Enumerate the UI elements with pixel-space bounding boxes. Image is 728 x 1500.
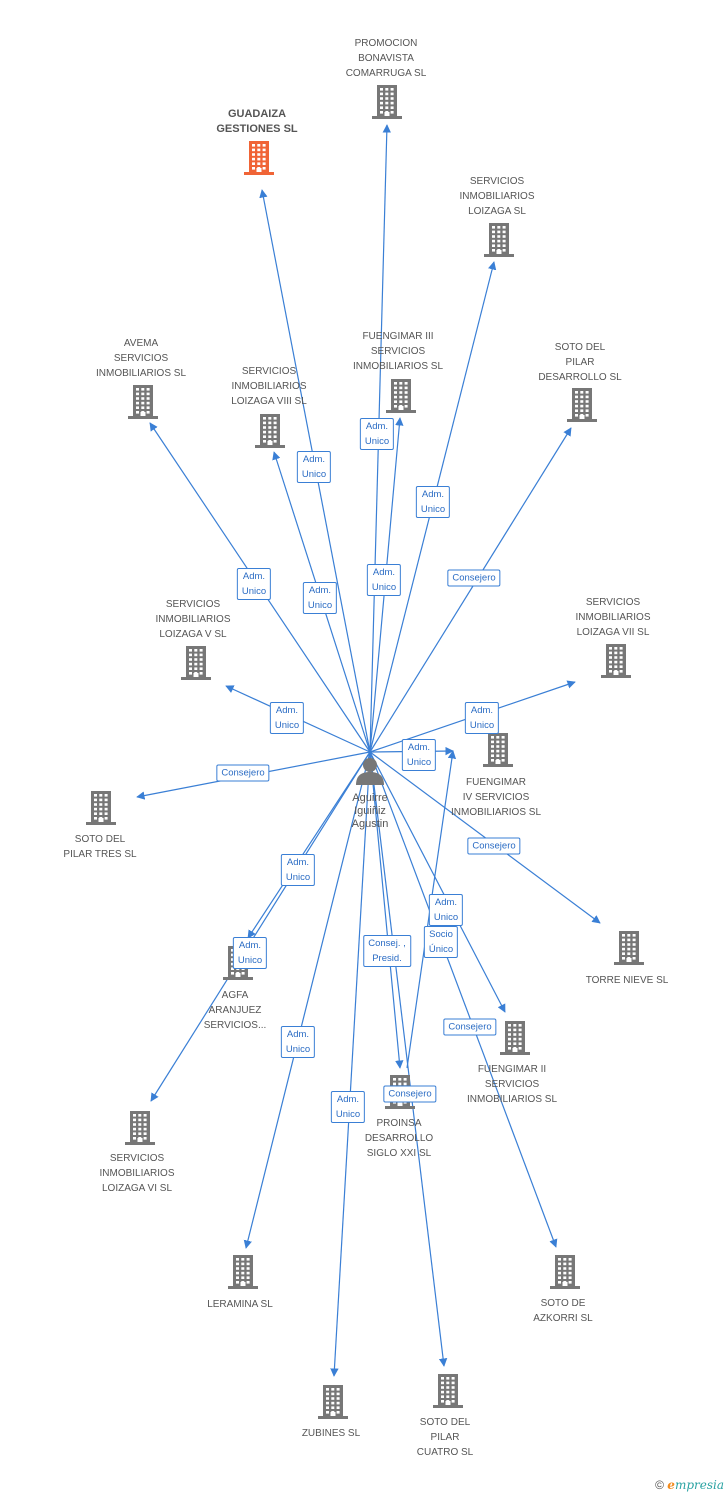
relation-edge-sotocuatro bbox=[369, 751, 448, 1367]
relation-edge-sotopilar bbox=[369, 427, 572, 753]
company-label-loizaga8[interactable]: SERVICIOS INMOBILIARIOS LOIZAGA VIII SL bbox=[231, 366, 307, 407]
relation-label-sotocuatro[interactable]: Consejero bbox=[383, 1085, 437, 1103]
relation-edge-leramina bbox=[243, 751, 371, 1249]
edges-layer bbox=[136, 124, 601, 1377]
building-icon-loizaga[interactable] bbox=[484, 223, 514, 257]
copyright-symbol: © bbox=[655, 1478, 664, 1492]
company-label-guadaiza[interactable]: GUADAIZA GESTIONES SL bbox=[216, 108, 298, 135]
relation-label-avema[interactable]: Adm. Unico bbox=[236, 568, 272, 600]
relation-label-torrenieve[interactable]: Consejero bbox=[467, 837, 521, 855]
building-icon-loizaga5[interactable] bbox=[181, 646, 211, 680]
building-icon-torrenieve[interactable] bbox=[614, 931, 644, 965]
relation-edge-zubines bbox=[330, 751, 371, 1377]
company-label-avema[interactable]: AVEMA SERVICIOS INMOBILIARIOS SL bbox=[95, 338, 187, 379]
relation-edge-fuengimar2 bbox=[369, 751, 506, 1013]
company-label-azkorri[interactable]: SOTO DE AZKORRI SL bbox=[533, 1298, 593, 1324]
company-label-sotocuatro[interactable]: SOTO DEL PILAR CUATRO SL bbox=[416, 1417, 474, 1458]
building-icon-loizaga8[interactable] bbox=[255, 414, 285, 448]
relation-edge-loizaga6 bbox=[150, 751, 371, 1102]
building-icon-sotocuatro[interactable] bbox=[433, 1374, 463, 1408]
company-label-sotopilar[interactable]: SOTO DEL PILAR DESARROLLO SL bbox=[538, 342, 622, 383]
company-label-torrenieve[interactable]: TORRE NIEVE SL bbox=[585, 975, 669, 986]
company-label-agfa[interactable]: AGFA ARANJUEZ SERVICIOS... bbox=[203, 990, 267, 1031]
relation-edge-proinsa bbox=[369, 751, 404, 1069]
building-icon-fuengimar3[interactable] bbox=[386, 379, 416, 413]
building-icon-loizaga6[interactable] bbox=[125, 1111, 155, 1145]
company-label-loizaga[interactable]: SERVICIOS INMOBILIARIOS LOIZAGA SL bbox=[459, 176, 535, 217]
building-icon-promocion[interactable] bbox=[372, 85, 402, 119]
relation-label-fuengimar4[interactable]: Adm. Unico bbox=[401, 739, 437, 771]
relation-label-fuengimar4[interactable]: Socio Único bbox=[423, 926, 459, 958]
building-icon-leramina[interactable] bbox=[228, 1255, 258, 1289]
relation-label-guadaiza[interactable]: Adm. Unico bbox=[296, 451, 332, 483]
relation-label-promocion[interactable]: Adm. Unico bbox=[359, 418, 395, 450]
building-icon-fuengimar4[interactable] bbox=[483, 733, 513, 767]
company-label-loizaga6[interactable]: SERVICIOS INMOBILIARIOS LOIZAGA VI SL bbox=[99, 1153, 175, 1194]
relation-label-zubines[interactable]: Adm. Unico bbox=[330, 1091, 366, 1123]
company-label-loizaga5[interactable]: SERVICIOS INMOBILIARIOS LOIZAGA V SL bbox=[155, 599, 231, 640]
brand-logo-text: mpresia bbox=[674, 1478, 724, 1492]
relation-label-sotopilar[interactable]: Consejero bbox=[447, 569, 501, 587]
relation-label-fuengimar2[interactable]: Adm. Unico bbox=[428, 894, 464, 926]
company-label-proinsa[interactable]: PROINSA DESARROLLO SIGLO XXI SL bbox=[364, 1118, 434, 1159]
relation-label-loizaga[interactable]: Adm. Unico bbox=[415, 486, 451, 518]
relation-label-proinsa[interactable]: Consej. , Presid. bbox=[363, 935, 411, 967]
company-label-loizaga7[interactable]: SERVICIOS INMOBILIARIOS LOIZAGA VII SL bbox=[575, 597, 651, 638]
relation-edge-azkorri bbox=[369, 751, 558, 1248]
footer: © empresia bbox=[655, 1478, 724, 1492]
icons-layer bbox=[86, 85, 644, 1419]
building-icon-sototres[interactable] bbox=[86, 791, 116, 825]
relation-label-fuengimar3[interactable]: Adm. Unico bbox=[366, 564, 402, 596]
relation-edge-agfa bbox=[247, 751, 371, 939]
person-icon[interactable] bbox=[356, 758, 384, 785]
building-icon-guadaiza[interactable] bbox=[244, 141, 274, 175]
building-icon-sotopilar[interactable] bbox=[567, 388, 597, 422]
relation-label-loizaga5[interactable]: Adm. Unico bbox=[269, 702, 305, 734]
relation-label-sototres[interactable]: Consejero bbox=[216, 764, 270, 782]
relation-label-leramina[interactable]: Adm. Unico bbox=[280, 1026, 316, 1058]
relation-label-agfa[interactable]: Adm. Unico bbox=[280, 854, 316, 886]
relation-label-loizaga7[interactable]: Adm. Unico bbox=[464, 702, 500, 734]
company-label-sototres[interactable]: SOTO DEL PILAR TRES SL bbox=[63, 834, 137, 860]
company-label-fuengimar3[interactable]: FUENGIMAR III SERVICIOS INMOBILIARIOS SL bbox=[352, 331, 444, 372]
company-label-leramina[interactable]: LERAMINA SL bbox=[207, 1299, 273, 1310]
company-label-fuengimar2[interactable]: FUENGIMAR II SERVICIOS INMOBILIARIOS SL bbox=[466, 1064, 558, 1105]
building-icon-zubines[interactable] bbox=[318, 1385, 348, 1419]
relation-label-loizaga8[interactable]: Adm. Unico bbox=[302, 582, 338, 614]
brand-logo-e: e bbox=[667, 1478, 675, 1492]
company-label-promocion[interactable]: PROMOCION BONAVISTA COMARRUGA SL bbox=[345, 38, 427, 79]
building-icon-avema[interactable] bbox=[128, 385, 158, 419]
company-label-zubines[interactable]: ZUBINES SL bbox=[301, 1428, 361, 1439]
person-label[interactable]: Aguirre Iguiñiz Agustin bbox=[351, 792, 389, 830]
building-icon-fuengimar2[interactable] bbox=[500, 1021, 530, 1055]
company-label-fuengimar4[interactable]: FUENGIMAR IV SERVICIOS INMOBILIARIOS SL bbox=[450, 777, 542, 818]
relation-label-loizaga6[interactable]: Adm. Unico bbox=[232, 937, 268, 969]
building-icon-azkorri[interactable] bbox=[550, 1255, 580, 1289]
building-icon-loizaga7[interactable] bbox=[601, 644, 631, 678]
relation-label-azkorri[interactable]: Consejero bbox=[443, 1018, 497, 1036]
